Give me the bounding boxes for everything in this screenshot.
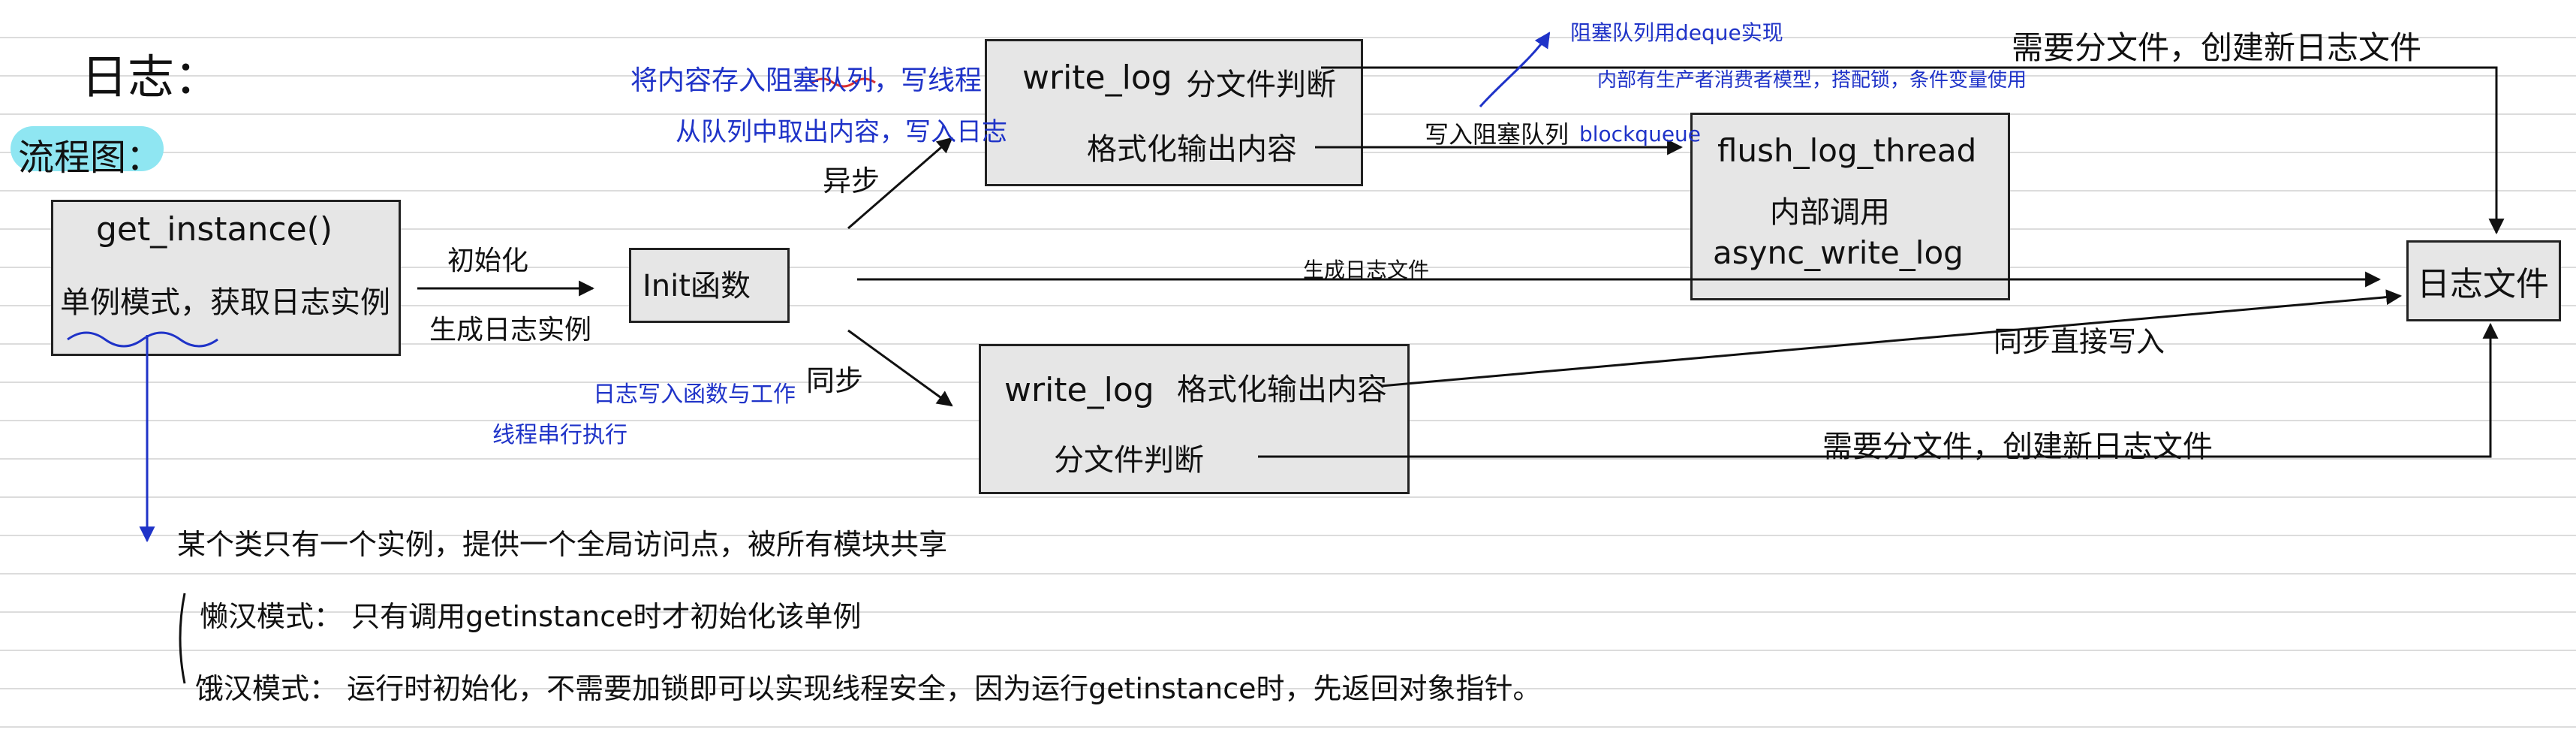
edge-label-blockqueue: blockqueue: [1579, 122, 1702, 146]
get-instance-label: get_instance(): [96, 210, 333, 249]
sync-note-1: 日志写入函数与工作: [593, 382, 796, 408]
queue-note-1: 阻塞队列用deque实现: [1570, 20, 1783, 45]
write-log-async-split: 分文件判断: [1186, 68, 1336, 102]
get-instance-box: [51, 200, 401, 356]
write-log-sync-title: write_log: [1004, 371, 1154, 409]
write-log-sync-split: 分文件判断: [1054, 443, 1204, 478]
log-file-label: 日志文件: [2417, 265, 2549, 303]
edge-label-direct-write: 同步直接写入: [1994, 325, 2165, 358]
hungry-mode-note: 饿汉模式： 运行时初始化，不需要加锁即可以实现线程安全，因为运行getinsta…: [195, 672, 1542, 705]
arrow-init-to-sync: [847, 329, 953, 407]
lazy-mode-note: 懒汉模式： 只有调用getinstance时才初始化该单例: [200, 600, 862, 633]
arrow-init-to-async: [847, 137, 953, 230]
edge-label-split-bottom: 需要分文件，创建新日志文件: [1822, 430, 2213, 464]
flow-title: 流程图：: [18, 137, 163, 179]
edge-label-async: 异步: [823, 164, 880, 198]
write-log-sync-box: [979, 344, 1410, 494]
edge-label-create-instance: 生成日志实例: [429, 315, 592, 345]
flush-thread-line2: 内部调用: [1770, 195, 1890, 230]
edge-label-create-file: 生成日志文件: [1303, 258, 1430, 282]
write-log-sync-format: 格式化输出内容: [1177, 372, 1387, 407]
write-log-async-title: write_log: [1022, 59, 1172, 97]
edge-label-sync: 同步: [806, 364, 864, 397]
log-file-box: [2406, 240, 2561, 321]
singleton-description: 某个类只有一个实例，提供一个全局访问点，被所有模块共享: [177, 528, 948, 561]
queue-note-2: 内部有生产者消费者模型，搭配锁，条件变量使用: [1597, 69, 2027, 92]
edge-label-split-top: 需要分文件，创建新日志文件: [2012, 29, 2422, 66]
flush-thread-box: [1690, 113, 2010, 300]
edge-label-init: 初始化: [447, 246, 529, 276]
mode-bracket: [179, 593, 186, 684]
write-log-async-box: [985, 39, 1363, 186]
async-note-2: 从队列中取出内容，写入日志: [676, 117, 1007, 147]
arrow-async-split-to-logfile: [1321, 66, 2505, 235]
edge-label-write-queue: 写入阻塞队列: [1425, 120, 1569, 149]
arrow-sync-split-to-logfile: [1258, 322, 2499, 458]
singleton-wavy-underline: [67, 331, 218, 348]
write-log-async-format: 格式化输出内容: [1087, 132, 1297, 167]
sync-note-2: 线程串行执行: [492, 422, 627, 448]
flow-title-highlight: [11, 126, 164, 171]
flush-thread-line1: flush_log_thread: [1717, 132, 1977, 169]
init-label: Init函数: [642, 269, 751, 303]
arrow-sync-direct-to-logfile: [1380, 289, 2403, 388]
singleton-label: 单例模式，获取日志实例: [60, 285, 390, 320]
queue-red-underline: [811, 77, 876, 88]
async-note-1: 将内容存入阻塞队列，写线程: [630, 65, 983, 96]
queue-note-curve: [1479, 32, 1551, 107]
flush-thread-line3: async_write_log: [1713, 234, 1964, 271]
page-title: 日志：: [81, 50, 221, 104]
init-box: [629, 248, 790, 323]
